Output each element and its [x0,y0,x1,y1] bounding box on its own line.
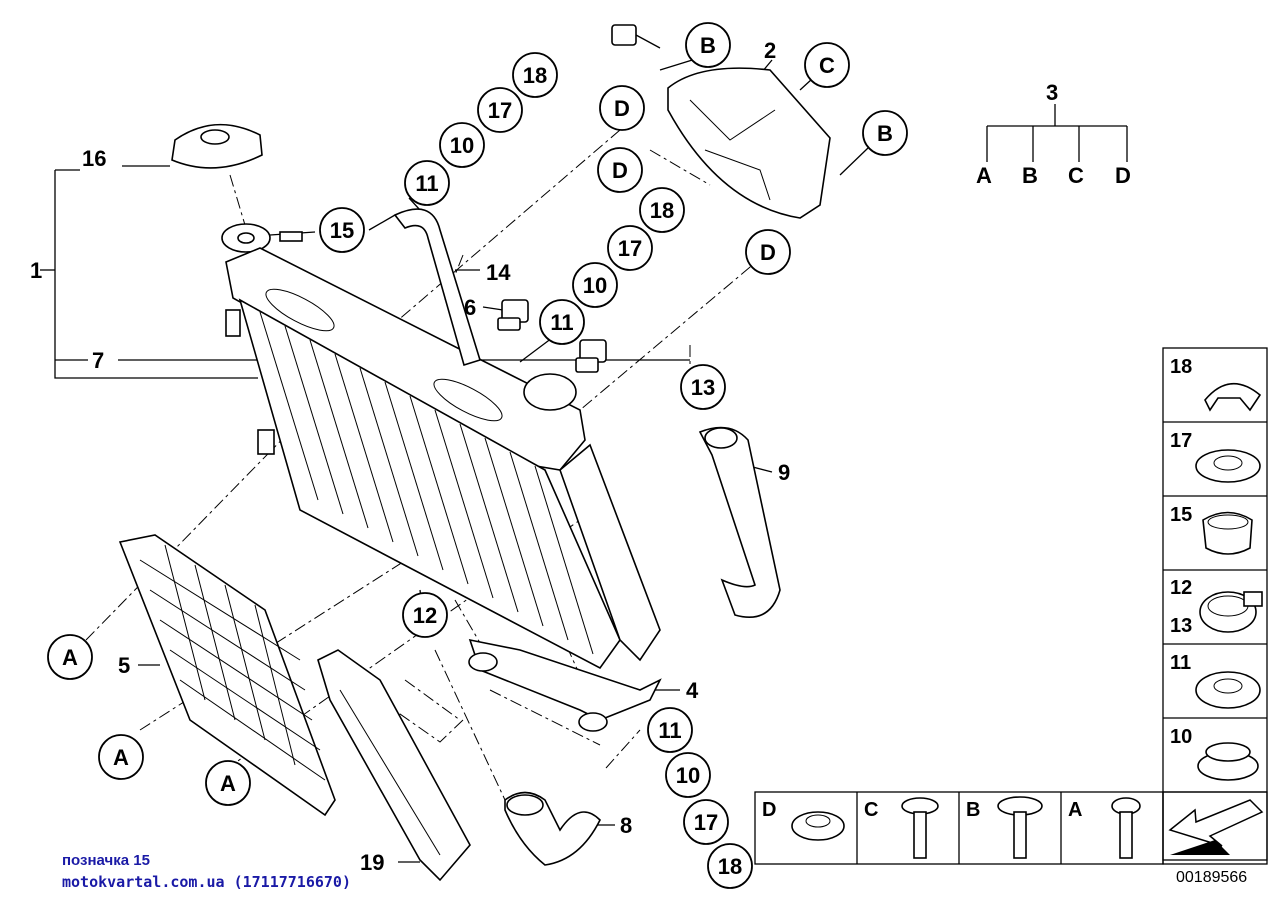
callout-3: 3 [1046,80,1058,105]
callout-6: 6 [464,295,476,320]
bubble: 17 [683,799,729,845]
svg-text:18: 18 [718,854,742,879]
hardware-label-c: C [864,799,878,821]
svg-text:B: B [700,33,716,58]
svg-text:D: D [760,240,776,265]
bubble: 15 [319,207,365,253]
bubble: 10 [439,122,485,168]
svg-text:A: A [62,645,78,670]
bubble: A [205,760,251,806]
svg-text:12: 12 [413,603,437,628]
tree-leaf-d: D [1115,163,1131,188]
side-label-11: 11 [1170,652,1191,674]
hose-8 [504,791,601,866]
svg-text:11: 11 [415,171,438,196]
sensor-11 [575,339,607,373]
svg-text:18: 18 [650,198,674,223]
side-label-13: 13 [1170,615,1192,637]
callout-4: 4 [686,678,699,703]
hardware-label-a: A [1068,799,1082,821]
svg-text:11: 11 [658,718,681,743]
bubble: 11 [539,299,585,345]
svg-text:D: D [614,96,630,121]
side-label-18: 18 [1170,356,1192,378]
svg-text:B: B [877,121,893,146]
callout-bubbles: 18 17 10 11 15 D B C B D 18 17 10 D 11 1… [47,22,908,889]
svg-text:11: 11 [550,310,573,335]
bubble: 10 [665,752,711,798]
bubble: D [745,229,791,275]
svg-text:A: A [113,745,129,770]
callout-7: 7 [92,348,104,373]
side-label-12: 12 [1170,577,1192,599]
svg-text:D: D [612,158,628,183]
bubble: D [599,85,645,131]
diagram-reference-number: 00189566 [1176,869,1248,886]
bubble: 10 [572,262,618,308]
svg-text:17: 17 [618,236,642,261]
svg-text:17: 17 [694,810,718,835]
thermostat-housing [523,373,577,411]
bubble: 11 [404,160,450,206]
tree-leaf-a: A [976,163,992,188]
side-label-15: 15 [1170,504,1192,526]
radiator [225,247,662,732]
hose-9 [698,426,781,619]
watermark-label: позначка 15 [62,852,150,869]
bubble: B [685,22,731,68]
arrow-icon [1162,791,1268,865]
callout-2: 2 [764,38,776,63]
side-label-17: 17 [1170,430,1192,452]
svg-text:10: 10 [450,133,474,158]
sensor-6 [497,299,529,331]
hardware-table: D C B A [754,791,1164,865]
filler-neck [221,223,303,253]
bubble: D [597,147,643,193]
bubble: 17 [607,225,653,271]
hose-14 [393,208,481,367]
bubble: A [47,634,93,680]
callout-5: 5 [118,653,130,678]
callout-1: 1 [30,258,42,283]
bubble: C [804,42,850,88]
bubble: 18 [707,843,753,889]
radiator-fins [259,311,594,655]
watermark-site: motokvartal.com.ua (17117716670) [62,873,351,891]
tree-leaf-c: C [1068,163,1084,188]
callout-19: 19 [360,850,384,875]
hardware-label-b: B [966,799,980,821]
svg-text:15: 15 [330,218,354,243]
tree-leaf-b: B [1022,163,1038,188]
svg-text:13: 13 [691,375,715,400]
bubble: 18 [512,52,558,98]
bubble: 17 [477,87,523,133]
grille-mesh [139,544,326,781]
bubble: 18 [639,187,685,233]
callout-8: 8 [620,813,632,838]
bubble: B [862,110,908,156]
radiator-cap [171,123,263,169]
svg-text:10: 10 [583,273,607,298]
variant-tree: A B C D [976,163,1131,188]
bubble: 11 [647,707,693,753]
cover-19 [317,649,471,882]
svg-text:17: 17 [488,98,512,123]
callout-16: 16 [82,146,106,171]
grille-5 [118,534,336,817]
bubble: 12 [402,592,448,638]
callout-labels: 1 2 3 4 5 6 7 8 9 14 16 19 [30,38,1058,875]
callout-14: 14 [486,260,511,285]
svg-text:C: C [819,53,835,78]
callout-9: 9 [778,460,790,485]
side-parts-table: 18 17 15 12 13 11 10 [1162,347,1268,861]
hardware-label-d: D [762,799,776,821]
svg-text:10: 10 [676,763,700,788]
svg-text:A: A [220,771,236,796]
bubble: 13 [680,364,726,410]
svg-text:18: 18 [523,63,547,88]
side-label-10: 10 [1170,726,1192,748]
bubble: A [98,734,144,780]
fan [611,24,831,219]
